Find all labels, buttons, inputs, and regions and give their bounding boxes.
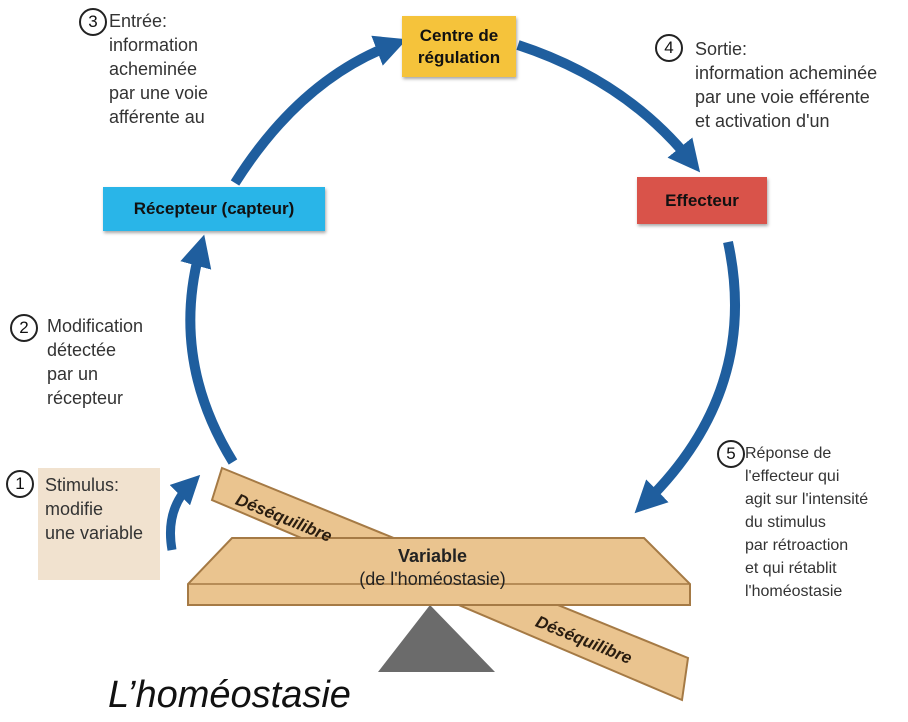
step-5-number: 5 xyxy=(717,440,745,468)
arrow-stimulus xyxy=(165,474,201,551)
step-1-line: Stimulus: xyxy=(45,475,120,495)
recepteur-box: Récepteur (capteur) xyxy=(103,187,325,231)
step-5-line: du stimulus xyxy=(745,514,826,531)
step-2-line: récepteur xyxy=(47,388,124,408)
step-5-line: l'homéostasie xyxy=(745,583,843,600)
step-5-line: et qui rétablit xyxy=(745,560,837,577)
arrow-variable-to-receptor xyxy=(180,234,238,465)
step-3-line: par une voie xyxy=(109,83,209,103)
variable-title: Variable xyxy=(397,546,468,566)
step-4-line: Sortie: xyxy=(695,39,748,59)
step-1-line: une variable xyxy=(45,523,144,543)
step-3-line: Entrée: xyxy=(109,11,168,31)
step-1-text: Stimulus: modifie une variable xyxy=(45,473,143,545)
step-2-line: détectée xyxy=(47,340,117,360)
step-4-text: Sortie: information acheminée par une vo… xyxy=(695,37,877,133)
step-4-line: par une voie efférente xyxy=(695,87,870,107)
step-5-text: Réponse de l'effecteur qui agit sur l'in… xyxy=(745,442,868,603)
step-4-number: 4 xyxy=(655,34,683,62)
step-2-text: Modification détectée par un récepteur xyxy=(47,314,143,410)
arrow-effector-to-variable xyxy=(634,240,741,514)
arrow-receptor-to-centre xyxy=(230,35,407,186)
step-3-number: 3 xyxy=(79,8,107,36)
centre-line2: régulation xyxy=(417,47,501,67)
step-3-line: acheminée xyxy=(109,59,198,79)
effecteur-label: Effecteur xyxy=(665,190,739,210)
variable-subtitle: (de l'homéostasie) xyxy=(359,569,506,589)
step-1-number: 1 xyxy=(6,470,34,498)
recepteur-label: Récepteur (capteur) xyxy=(133,199,295,218)
step-3-line: information xyxy=(109,35,199,55)
step-5-line: l'effecteur qui xyxy=(745,468,840,485)
step-4-line: information acheminée xyxy=(695,63,878,83)
step-1-line: modifie xyxy=(45,499,104,519)
arrow-centre-to-effector xyxy=(516,40,701,173)
step-2-number: 2 xyxy=(10,314,38,342)
variable-label: Variable (de l'homéostasie) xyxy=(300,545,565,591)
step-3-line: afférente au xyxy=(109,107,205,127)
step-2-line: Modification xyxy=(47,316,144,336)
step-4-line: et activation d'un xyxy=(695,111,830,131)
centre-line1: Centre de xyxy=(419,25,499,45)
step-2-line: par un xyxy=(47,364,99,384)
step-5-line: Réponse de xyxy=(745,445,832,462)
centre-regulation-box: Centre de régulation xyxy=(402,16,516,77)
step-3-text: Entrée: information acheminée par une vo… xyxy=(109,9,208,129)
stimulus-highlight xyxy=(38,468,160,580)
step-5-line: par rétroaction xyxy=(745,537,849,554)
page-title: L’homéostasie xyxy=(108,674,351,716)
effecteur-box: Effecteur xyxy=(637,177,767,224)
balance-fulcrum xyxy=(378,605,495,672)
step-5-line: agit sur l'intensité xyxy=(745,491,869,508)
